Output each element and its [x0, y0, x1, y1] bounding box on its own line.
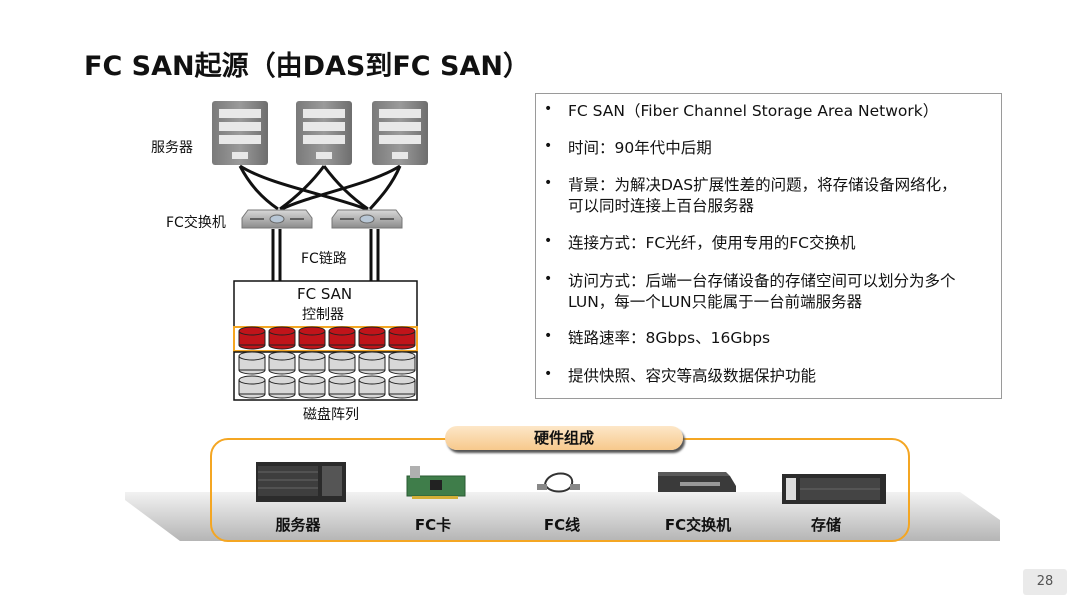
server-label: 服务器	[151, 140, 193, 156]
disk-array	[233, 326, 418, 401]
server-icon	[296, 101, 352, 165]
link-label: FC链路	[299, 248, 349, 268]
fc-cable-icon	[537, 472, 580, 493]
info-line: FC SAN（Fiber Channel Storage Area Networ…	[568, 102, 939, 120]
disk-icon	[268, 351, 296, 375]
bullet: •	[544, 101, 553, 117]
disk-icon	[238, 351, 266, 375]
disk-icon	[388, 375, 416, 399]
info-line: 可以同时连接上百台服务器	[568, 197, 755, 215]
fc-san-controller	[233, 280, 418, 328]
info-line: 连接方式：FC光纤，使用专用的FC交换机	[568, 234, 856, 252]
bullet: •	[544, 138, 553, 154]
bullet: •	[544, 271, 553, 287]
disk-icon	[298, 375, 326, 399]
disk-icon	[388, 326, 416, 350]
disk-icon	[328, 351, 356, 375]
hardware-item-fc-cable: FC线	[543, 516, 581, 534]
disk-icon	[298, 326, 326, 350]
hardware-item-fc-card: FC卡	[414, 516, 452, 534]
hardware-heading: 硬件组成	[445, 426, 683, 450]
server-icon	[212, 101, 268, 165]
info-line: 访问方式：后端一台存储设备的存储空间可以划分为多个	[568, 272, 956, 290]
fc-switch-device-icon	[658, 472, 736, 492]
info-line: 背景：为解决DAS扩展性差的问题，将存储设备网络化，	[568, 176, 957, 194]
disk-icon	[328, 326, 356, 350]
hardware-item-fc-switch: FC交换机	[664, 516, 732, 534]
hardware-item-server: 服务器	[275, 516, 321, 534]
disk-icon	[328, 375, 356, 399]
info-line: 链路速率：8Gbps、16Gbps	[568, 329, 771, 347]
disk-icon	[268, 375, 296, 399]
switch-label: FC交换机	[166, 215, 226, 231]
info-line: LUN，每一个LUN只能属于一台前端服务器	[568, 293, 863, 311]
array-label: 磁盘阵列	[303, 407, 359, 423]
disk-icon	[358, 351, 386, 375]
disk-icon	[298, 351, 326, 375]
controller-label-line1: FC SAN	[297, 285, 353, 303]
bullet: •	[544, 328, 553, 344]
bullet: •	[544, 175, 553, 191]
fc-links	[271, 229, 380, 281]
bullet: •	[544, 366, 553, 382]
hardware-item-storage: 存储	[810, 516, 842, 534]
fc-switch-icon	[241, 209, 313, 229]
storage-device-icon	[782, 474, 886, 504]
page-title: FC SAN起源（由DAS到FC SAN）	[84, 51, 530, 82]
bullet: •	[544, 233, 553, 249]
controller-label-line2: 控制器	[302, 307, 344, 323]
disk-icon	[358, 375, 386, 399]
disk-icon	[238, 375, 266, 399]
fc-san-diagram	[212, 101, 428, 401]
disk-icon	[268, 326, 296, 350]
server-chassis-icon	[256, 462, 346, 502]
fc-switch-icon	[331, 209, 403, 229]
info-line: 提供快照、容灾等高级数据保护功能	[568, 367, 817, 385]
disk-icon	[388, 351, 416, 375]
disk-icon	[238, 326, 266, 350]
info-line: 时间：90年代中后期	[568, 139, 712, 157]
disk-icon	[358, 326, 386, 350]
page-number: 28	[1023, 569, 1067, 595]
server-switch-links	[238, 164, 402, 211]
info-box: • FC SAN（Fiber Channel Storage Area Netw…	[535, 93, 1002, 399]
fc-card-icon	[406, 466, 466, 499]
server-icon	[372, 101, 428, 165]
